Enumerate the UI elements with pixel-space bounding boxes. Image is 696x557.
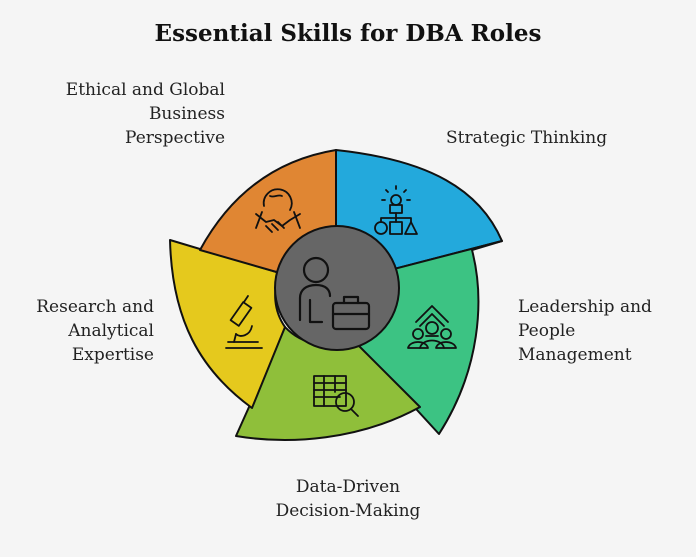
spreadsheet-search-icon — [313, 375, 359, 417]
segment-research — [169, 239, 286, 409]
center-circle — [274, 225, 400, 351]
globe-handshake-icon — [255, 188, 301, 233]
lightbulb-hierarchy-icon — [374, 185, 418, 235]
label-leadership: Leadership and People Management — [518, 297, 652, 365]
label-ethical: Ethical and Global Business Perspective — [65, 80, 225, 148]
page-title: Essential Skills for DBA Roles — [154, 20, 542, 47]
label-strategic-thinking: Strategic Thinking — [446, 128, 608, 148]
team-growth-icon — [407, 305, 457, 349]
label-data-driven: Data-Driven Decision-Making — [275, 477, 421, 521]
businessperson-briefcase-icon — [298, 256, 371, 331]
microscope-icon — [225, 295, 263, 349]
label-research: Research and Analytical Expertise — [36, 297, 154, 365]
